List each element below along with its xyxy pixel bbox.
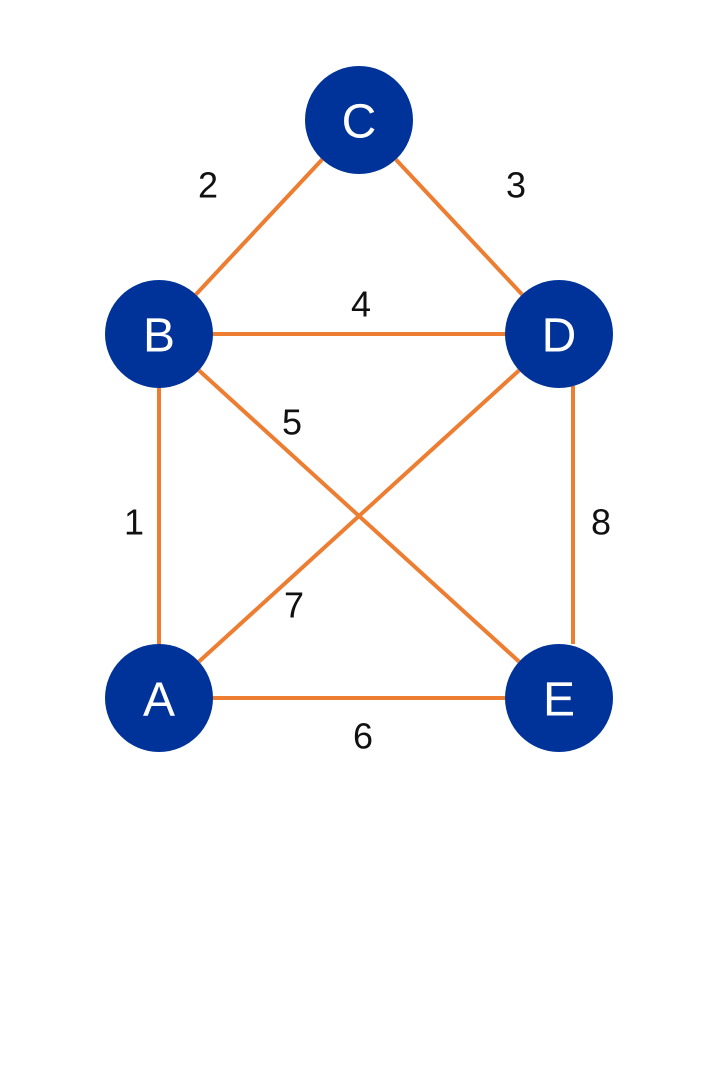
- edge-weight-b-c: 2: [198, 165, 218, 206]
- node-c: C: [305, 66, 413, 174]
- node-d: D: [505, 280, 613, 388]
- node-label-d: D: [542, 310, 577, 363]
- edge-weight-b-e: 5: [282, 402, 302, 443]
- edge-c-d: [394, 158, 524, 296]
- edge-weight-b-d: 4: [351, 284, 371, 325]
- node-label-e: E: [543, 674, 575, 727]
- nodes-layer: A B C D E: [105, 66, 613, 752]
- edge-a-d: [197, 368, 521, 664]
- node-label-b: B: [143, 310, 175, 363]
- edge-weight-a-e: 6: [353, 716, 373, 757]
- node-b: B: [105, 280, 213, 388]
- node-circle-d: [505, 280, 613, 388]
- edge-weight-c-d: 3: [506, 165, 526, 206]
- node-e: E: [505, 644, 613, 752]
- edge-b-c: [194, 158, 324, 296]
- edges-layer: [157, 158, 575, 700]
- edge-weights-layer: 1 2 3 4 5 6 7 8: [124, 165, 611, 757]
- node-label-a: A: [143, 674, 175, 727]
- edge-weight-d-e: 8: [591, 502, 611, 543]
- node-label-c: C: [342, 96, 377, 149]
- node-circle-a: [105, 644, 213, 752]
- node-a: A: [105, 644, 213, 752]
- edge-weight-a-b: 1: [124, 502, 144, 543]
- edge-weight-a-d: 7: [284, 585, 304, 626]
- node-circle-e: [505, 644, 613, 752]
- node-circle-c: [305, 66, 413, 174]
- node-circle-b: [105, 280, 213, 388]
